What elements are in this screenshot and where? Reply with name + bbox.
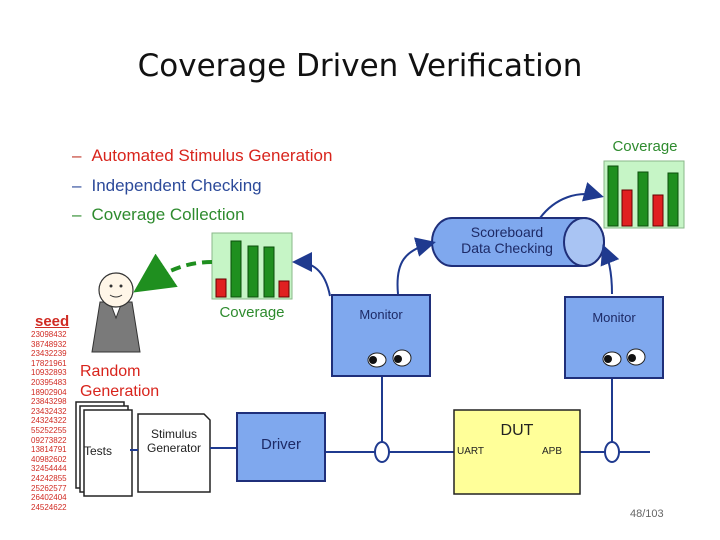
eyes-icon bbox=[367, 349, 412, 368]
tests-label: Tests bbox=[84, 444, 113, 458]
bullet-dash: – bbox=[72, 205, 82, 224]
coverage-bar bbox=[230, 240, 242, 298]
seed-value: 24524622 bbox=[31, 502, 67, 512]
seed-value: 23432239 bbox=[31, 349, 67, 359]
random-line2: Generation bbox=[80, 383, 160, 400]
bullet-stimulus: –Automated Stimulus Generation bbox=[72, 146, 332, 166]
bullet-coverage: –Coverage Collection bbox=[72, 205, 245, 225]
stimulus-line2: Generator bbox=[146, 441, 202, 455]
seed-value: 25262577 bbox=[31, 483, 67, 493]
coverage-bar bbox=[278, 280, 290, 298]
coverage-bar bbox=[637, 171, 649, 227]
seed-value: 20395483 bbox=[31, 377, 67, 387]
seed-value: 23432432 bbox=[31, 406, 67, 416]
seed-value: 10932893 bbox=[31, 368, 67, 378]
stimulus-generator-shape bbox=[137, 413, 211, 493]
coverage-bar bbox=[607, 165, 619, 227]
seed-value: 38748932 bbox=[31, 339, 67, 349]
driver-box bbox=[236, 412, 326, 482]
seed-value: 17821961 bbox=[31, 358, 67, 368]
seed-value: 26402404 bbox=[31, 493, 67, 503]
seed-value: 23098432 bbox=[31, 330, 67, 339]
eyes-icon bbox=[602, 348, 646, 367]
seed-value: 24324322 bbox=[31, 416, 67, 426]
engineer-figure bbox=[91, 272, 141, 353]
coverage-bar bbox=[667, 172, 679, 227]
coverage-bar bbox=[263, 246, 275, 298]
seed-value: 55252255 bbox=[31, 425, 67, 435]
monitor-right-label: Monitor bbox=[592, 310, 636, 325]
dut-apb-port: APB bbox=[542, 446, 563, 457]
bullet-dash: – bbox=[72, 176, 82, 195]
random-line1: Random bbox=[80, 363, 141, 380]
coverage-bar bbox=[215, 278, 227, 298]
random-generation-label: Random Generation bbox=[80, 362, 159, 402]
monitor-to-coverage-arrow bbox=[292, 252, 331, 297]
scoreboard-line1: Scoreboard bbox=[470, 224, 544, 240]
seed-value: 13814791 bbox=[31, 445, 67, 455]
monitor-to-scoreboard-arrow bbox=[396, 237, 436, 295]
coverage-feedback-arrow bbox=[133, 253, 213, 293]
page-number: 48/103 bbox=[630, 508, 664, 520]
dut-box bbox=[453, 409, 581, 495]
bullet-checking: –Independent Checking bbox=[72, 176, 262, 196]
bullet-dash: – bbox=[72, 146, 82, 165]
coverage-top-label: Coverage bbox=[612, 138, 678, 155]
scoreboard-line2: Data Checking bbox=[461, 240, 553, 256]
scoreboard-to-coverage-arrow bbox=[539, 182, 604, 219]
monitor-left-label: Monitor bbox=[359, 307, 403, 322]
stimulus-line1: Stimulus bbox=[150, 427, 197, 441]
seed-value: 09273822 bbox=[31, 435, 67, 445]
scoreboard-cylinder bbox=[431, 217, 605, 267]
bullet-text: Independent Checking bbox=[91, 176, 262, 195]
seed-value: 18902904 bbox=[31, 387, 67, 397]
coverage-mid-label: Coverage bbox=[219, 304, 285, 321]
bullet-text: Automated Stimulus Generation bbox=[91, 146, 333, 165]
coverage-bar bbox=[247, 245, 259, 298]
coverage-bar bbox=[652, 194, 664, 227]
page-title: Coverage Driven Verification bbox=[137, 48, 583, 84]
bus-probe bbox=[374, 441, 390, 463]
monitor-to-scoreboard-arrow bbox=[600, 244, 620, 295]
tests-stack bbox=[75, 401, 133, 497]
seed-value: 32454444 bbox=[31, 464, 67, 474]
coverage-chart-top bbox=[603, 160, 685, 229]
dut-title: DUT bbox=[500, 422, 534, 439]
dut-uart-port: UART bbox=[457, 446, 485, 457]
stimulus-generator-label: Stimulus Generator bbox=[138, 427, 210, 455]
driver-label: Driver bbox=[261, 436, 301, 453]
seed-value: 24242855 bbox=[31, 473, 67, 483]
coverage-chart-mid bbox=[211, 232, 293, 300]
seed-value: 23843298 bbox=[31, 397, 67, 407]
bullet-text: Coverage Collection bbox=[91, 205, 245, 224]
scoreboard-label: Scoreboard Data Checking bbox=[440, 224, 574, 256]
coverage-bar bbox=[621, 189, 633, 227]
bus-probe bbox=[604, 441, 620, 463]
seed-value: 40982602 bbox=[31, 454, 67, 464]
seed-title: seed bbox=[35, 313, 70, 330]
